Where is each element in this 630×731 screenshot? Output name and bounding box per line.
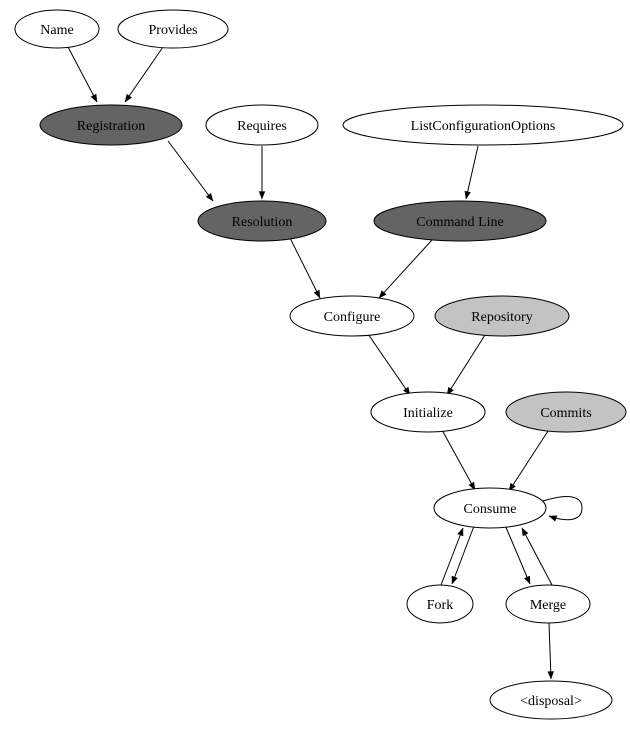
node-label: <disposal> <box>520 694 582 709</box>
node-shape <box>434 295 570 337</box>
node-registration: Registration <box>39 104 183 146</box>
edge-layer <box>67 46 583 680</box>
node-label: ListConfigurationOptions <box>411 119 556 134</box>
node-label: Consume <box>464 502 517 517</box>
node-label: Repository <box>471 310 532 325</box>
node-label: Requires <box>237 119 287 134</box>
node-label: Provides <box>149 23 198 38</box>
node-merge: Merge <box>505 584 591 624</box>
node-command-line: Command Line <box>373 200 547 242</box>
node-consume: Consume <box>433 487 547 529</box>
edge-fork-consume <box>440 527 464 586</box>
node-configure: Configure <box>289 295 415 337</box>
node-shape <box>370 391 486 433</box>
node-shape <box>342 104 624 146</box>
node-repository: Repository <box>434 295 570 337</box>
edge-consume-self-loop <box>542 496 583 522</box>
edge-registration-resolution <box>167 140 214 202</box>
node-commits: Commits <box>505 391 627 433</box>
node-list-configuration-options: ListConfigurationOptions <box>342 104 624 146</box>
node-disposal: <disposal> <box>489 680 613 720</box>
edge-merge-disposal <box>547 622 554 680</box>
node-shape <box>39 104 183 146</box>
node-label: Resolution <box>232 215 293 230</box>
node-label: Merge <box>530 598 566 613</box>
edge-initialize-consume <box>441 429 476 491</box>
node-shape <box>14 9 100 49</box>
node-shape <box>117 9 229 49</box>
edge-commandline-configure <box>378 239 433 299</box>
node-shape <box>489 680 613 720</box>
node-requires: Requires <box>205 104 319 146</box>
node-shape <box>289 295 415 337</box>
node-label: Command Line <box>416 215 504 230</box>
node-label: Commits <box>540 406 591 421</box>
edge-listconfigurationoptions-commandline <box>464 145 479 200</box>
node-layer: Name Provides Registration Requires List… <box>14 9 627 720</box>
edge-provides-registration <box>124 46 164 103</box>
edge-consume-merge <box>504 524 531 585</box>
node-initialize: Initialize <box>370 391 486 433</box>
node-shape <box>505 391 627 433</box>
edge-consume-fork <box>451 525 475 585</box>
node-label: Registration <box>77 119 145 134</box>
node-shape <box>406 584 474 624</box>
node-shape <box>373 200 547 242</box>
node-label: Fork <box>427 598 453 613</box>
node-provides: Provides <box>117 9 229 49</box>
edge-commits-consume <box>508 430 549 492</box>
edge-merge-consume <box>521 527 553 586</box>
edge-name-registration <box>67 46 98 103</box>
node-label: Initialize <box>403 406 453 421</box>
node-shape <box>505 584 591 624</box>
node-name: Name <box>14 9 100 49</box>
node-shape <box>205 104 319 146</box>
edge-configure-initialize <box>367 333 411 396</box>
node-label: Name <box>40 23 73 38</box>
node-label: Configure <box>324 310 381 325</box>
edge-resolution-configure <box>289 237 321 299</box>
edge-repository-initialize <box>446 334 486 396</box>
node-resolution: Resolution <box>197 200 327 242</box>
node-shape <box>197 200 327 242</box>
node-fork: Fork <box>406 584 474 624</box>
node-shape <box>433 487 547 529</box>
